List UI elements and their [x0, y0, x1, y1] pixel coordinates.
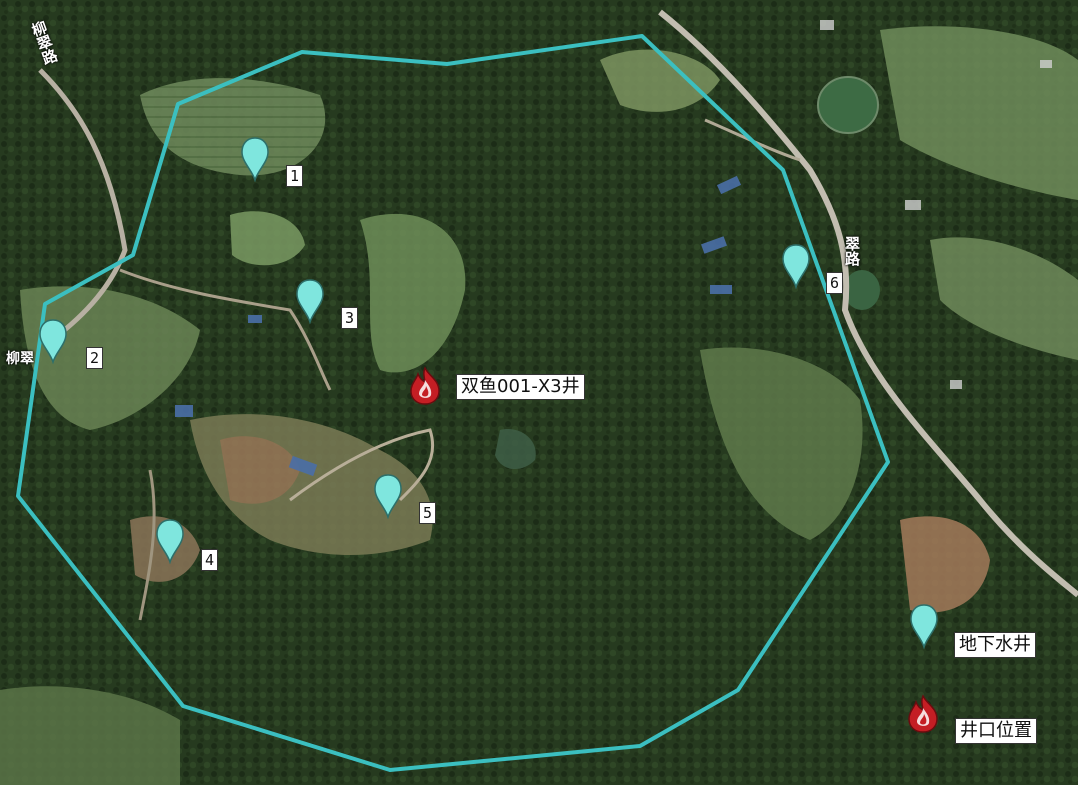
map-pin-icon[interactable]: [781, 243, 811, 289]
map-pin-icon[interactable]: [155, 518, 185, 564]
wellhead-location-label: 井口位置: [955, 718, 1037, 744]
point-label-1: 1: [286, 165, 304, 187]
map-pin-icon[interactable]: [240, 136, 270, 182]
map-pin-icon[interactable]: [38, 318, 68, 364]
map-pin-icon[interactable]: [373, 473, 403, 519]
flame-icon[interactable]: [903, 694, 943, 734]
map-pin-icon[interactable]: [295, 278, 325, 324]
point-label-3: 3: [341, 307, 359, 329]
main-well-label: 双鱼001-X3井: [456, 374, 585, 400]
point-label-6: 6: [826, 272, 844, 294]
road-label-left-edge: 柳翠: [6, 351, 34, 367]
point-label-5: 5: [419, 502, 437, 524]
road-label-right-mid: 翠路: [843, 236, 861, 266]
map-pin-icon[interactable]: [909, 603, 939, 649]
groundwater-well-label: 地下水井: [954, 632, 1036, 658]
point-label-2: 2: [86, 347, 104, 369]
flame-icon[interactable]: [405, 366, 445, 406]
point-label-4: 4: [201, 549, 219, 571]
